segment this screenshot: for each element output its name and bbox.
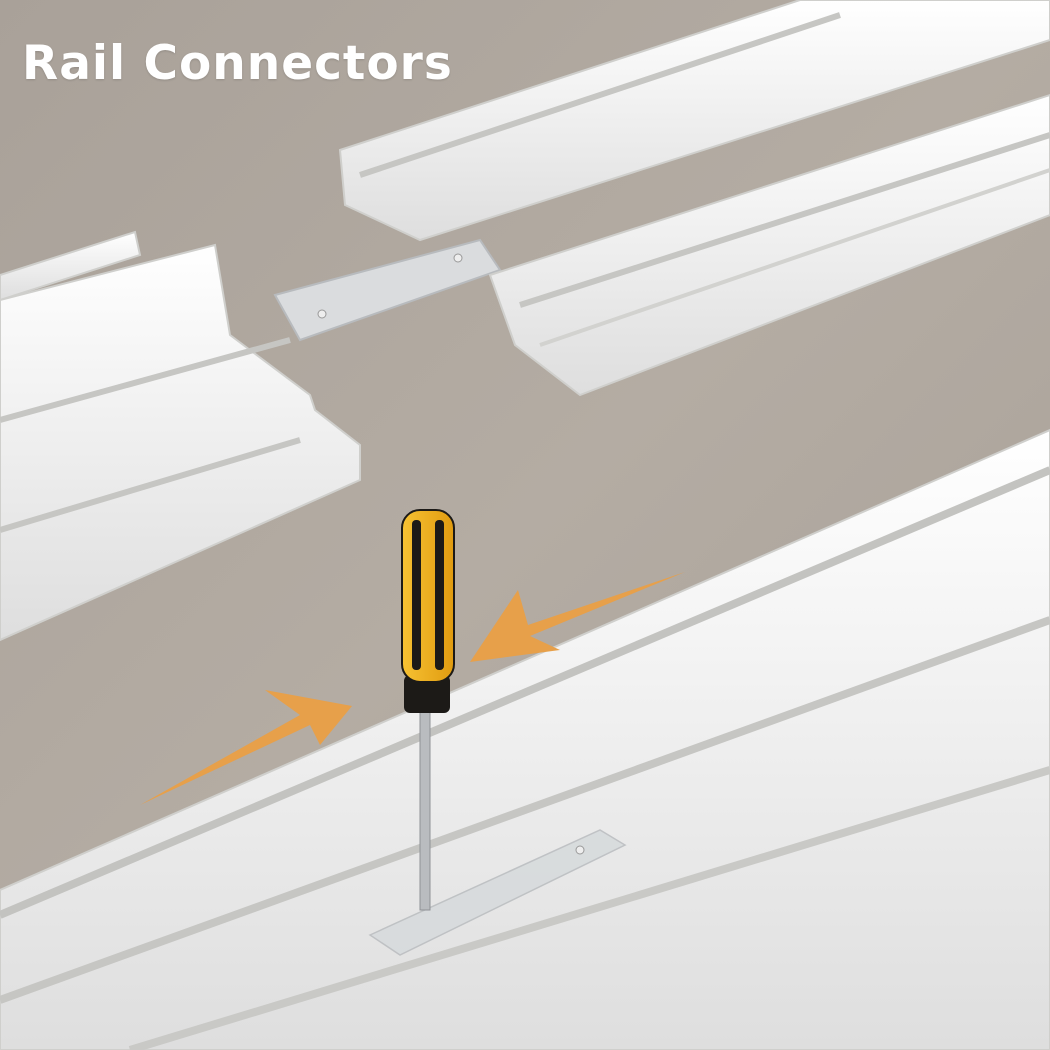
bottom-rail-groove: [0, 466, 1050, 919]
left-rail-groove: [0, 337, 291, 423]
bottom-rail-assembly: [0, 428, 1050, 1050]
bottom-connector-plate: [368, 829, 627, 956]
arrow-right-icon: [140, 690, 352, 805]
connector-pin: [317, 309, 327, 319]
top-rail-lower: [488, 93, 1050, 397]
left-rail-body: [0, 243, 361, 642]
top-rail-upper: [338, 0, 1050, 242]
bottom-rail-groove: [0, 616, 1050, 1004]
connector-pin: [575, 845, 585, 855]
top-rail-lower-groove: [519, 132, 1050, 308]
top-rail-lower-groove: [539, 168, 1050, 347]
screwdriver-icon: [401, 509, 455, 911]
page-title: Rail Connectors: [22, 36, 453, 91]
connector-pin: [453, 253, 463, 263]
left-rail-top: [0, 230, 142, 302]
top-rail-assembly: [273, 0, 1050, 397]
screwdriver-collar: [404, 675, 450, 713]
arrow-left-icon: [470, 572, 685, 662]
top-rail-upper-groove: [359, 12, 841, 178]
screwdriver-grip: [435, 520, 444, 670]
screwdriver-handle: [401, 509, 455, 683]
left-rail-groove: [0, 437, 301, 533]
screwdriver-shaft: [419, 704, 431, 911]
bottom-rail-groove: [128, 766, 1050, 1050]
left-rail-piece: [0, 230, 361, 642]
connector-bar: [273, 238, 502, 342]
screwdriver-grip: [412, 520, 421, 670]
